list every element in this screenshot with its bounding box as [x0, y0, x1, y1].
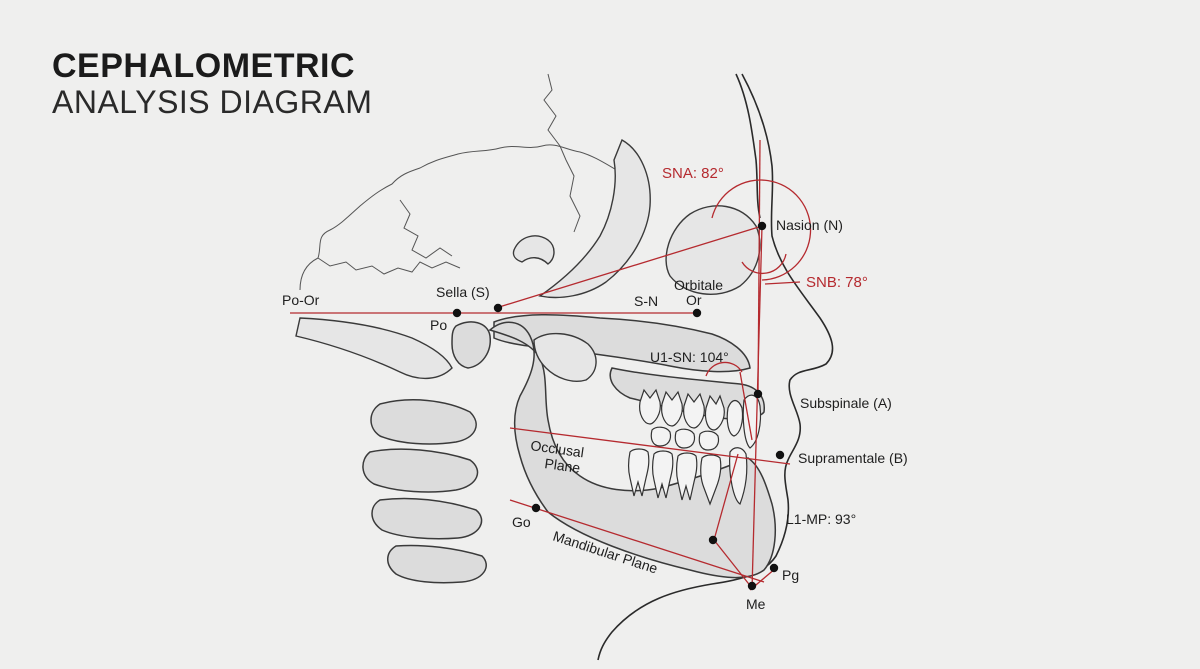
coronoid-notch	[533, 333, 597, 382]
tooth	[650, 426, 672, 447]
lower-incisor	[729, 447, 748, 505]
tooth	[698, 430, 720, 451]
tooth	[651, 450, 674, 499]
point-supramentale	[775, 450, 785, 460]
reference-lines	[290, 139, 812, 591]
title-block: CEPHALOMETRIC ANALYSIS DIAGRAM	[52, 48, 372, 120]
tooth	[683, 392, 705, 429]
orbitale-label: Orbitale	[674, 277, 723, 293]
tooth	[675, 452, 698, 501]
squamous-suture	[399, 199, 453, 259]
snb-arc	[741, 253, 787, 275]
snb-leader	[764, 281, 801, 285]
occlusal-label-1: Occlusal	[530, 437, 585, 460]
u1-axis-line	[739, 371, 753, 441]
l1-mp-label: L1-MP: 93°	[786, 511, 856, 527]
point-porion	[452, 308, 462, 318]
n-b-line	[751, 225, 763, 591]
occipital-base	[295, 317, 453, 379]
frontal-bone-edge	[735, 73, 761, 219]
go-label: Go	[512, 514, 531, 530]
pg-label: Pg	[782, 567, 799, 583]
cervical-spine	[295, 317, 491, 584]
landmark-points	[452, 221, 785, 591]
vertebra-c1	[451, 321, 491, 369]
supramentale-label: Supramentale (B)	[798, 450, 908, 466]
u1-sn-arc	[705, 361, 743, 377]
lower-teeth	[627, 447, 748, 506]
s-n-label: S-N	[634, 293, 658, 309]
occlusal-label-2: Plane	[544, 455, 582, 476]
tooth	[700, 454, 722, 506]
s-n-line	[495, 225, 763, 309]
sna-label: SNA: 82°	[662, 165, 724, 182]
po-label: Po	[430, 317, 447, 333]
point-l1-apex	[708, 535, 718, 545]
vertebra-c5	[387, 544, 487, 584]
orbit	[665, 205, 761, 295]
u1-sn-label: U1-SN: 104°	[650, 349, 729, 365]
coronal-suture	[543, 73, 581, 233]
vertebra-c3	[362, 448, 479, 493]
sphenoid-wing	[538, 139, 651, 299]
vertebra-c2	[370, 399, 477, 445]
sella-label: Sella (S)	[436, 284, 490, 300]
or-label: Or	[686, 292, 702, 308]
subspinale-label: Subspinale (A)	[800, 395, 892, 411]
occlusal-plane-line	[509, 427, 791, 465]
me-label: Me	[746, 596, 766, 612]
point-nasion	[757, 221, 767, 231]
point-orbitale	[692, 308, 702, 318]
po-or-label: Po-Or	[282, 292, 320, 308]
facial-profile	[597, 73, 834, 661]
point-pogonion	[769, 563, 779, 573]
point-menton	[747, 581, 757, 591]
tooth	[627, 448, 650, 497]
tooth	[726, 399, 744, 437]
vertebra-c4	[371, 497, 483, 540]
upper-teeth	[639, 388, 762, 451]
mandible	[488, 321, 777, 579]
point-gonion	[531, 503, 541, 513]
point-subspinale	[753, 389, 763, 399]
sna-arc	[711, 179, 812, 281]
lambdoid-suture	[317, 257, 461, 275]
labels: SNA: 82° Nasion (N) SNB: 78° Orbitale Or…	[282, 165, 908, 612]
l1-mp-line	[713, 539, 753, 589]
cranial-vault-outline	[299, 144, 641, 291]
mandibular-plane-line	[509, 499, 765, 583]
tooth	[674, 428, 696, 449]
point-sella	[493, 303, 503, 313]
tooth	[661, 390, 683, 427]
title: CEPHALOMETRIC	[52, 47, 356, 85]
nasion-label: Nasion (N)	[776, 217, 843, 233]
cranium	[299, 73, 761, 299]
tooth	[704, 394, 725, 431]
l1-axis-line	[713, 453, 739, 541]
sella-turcica	[512, 235, 555, 265]
subtitle: ANALYSIS DIAGRAM	[52, 84, 373, 120]
tooth	[639, 388, 661, 425]
snb-label: SNB: 78°	[806, 274, 868, 291]
